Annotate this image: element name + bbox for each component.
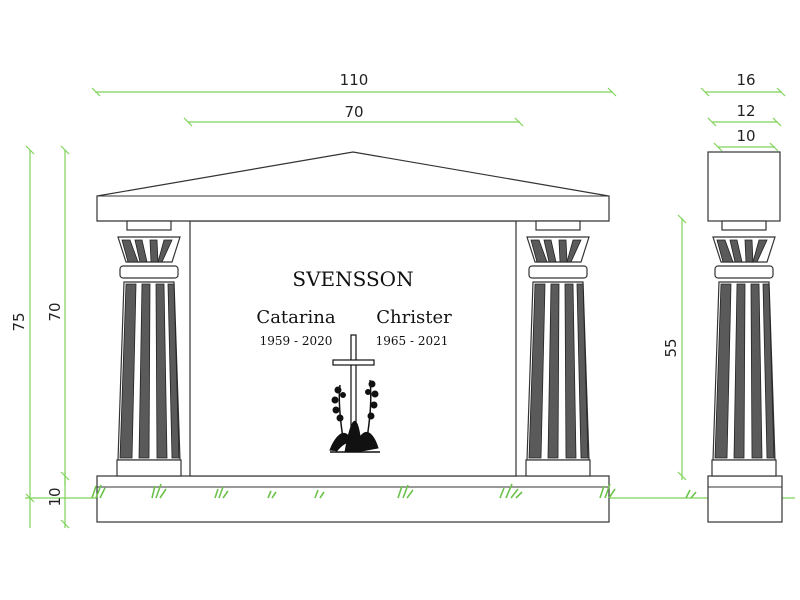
grass-tufts — [91, 483, 783, 499]
grass-tuft-icon — [314, 489, 325, 499]
right-column — [525, 220, 591, 477]
grass-tuft-icon — [599, 483, 616, 499]
pediment-roof — [96, 151, 610, 222]
grass-tuft-icon — [499, 483, 523, 499]
dim-label-side-mid: 12 — [736, 102, 755, 120]
person1-years: 1959 - 2020 — [260, 334, 333, 348]
side-base — [707, 475, 783, 523]
dimension-labels: 110 70 16 12 10 75 70 10 55 — [10, 71, 756, 507]
lily-of-the-valley-icon — [329, 379, 380, 453]
person1-name: Catarina — [256, 307, 335, 328]
side-view — [707, 151, 783, 523]
dim-label-inner-width: 70 — [344, 103, 363, 121]
grass-tuft-icon — [685, 489, 697, 499]
side-column — [711, 220, 777, 477]
dim-label-side-outer: 16 — [736, 71, 755, 89]
front-view: SVENSSON Catarina Christer 1959 - 2020 1… — [91, 151, 783, 523]
family-name: SVENSSON — [292, 267, 413, 291]
person2-name: Christer — [376, 307, 452, 328]
dim-label-base-height: 10 — [46, 487, 64, 506]
grass-tuft-icon — [91, 484, 106, 499]
left-column — [116, 220, 182, 477]
dim-label-side-column-height: 55 — [662, 338, 680, 357]
dim-label-total-width: 110 — [340, 71, 369, 89]
dim-label-total-height: 75 — [10, 312, 28, 331]
grass-tuft-icon — [214, 486, 229, 499]
dim-label-side-inner: 10 — [736, 127, 755, 145]
dim-label-column-height: 70 — [46, 302, 64, 321]
grass-tuft-icon — [267, 490, 277, 499]
base-slab — [96, 475, 610, 523]
side-roof-block — [707, 151, 781, 222]
grass-tuft-icon — [397, 484, 414, 499]
grass-tuft-icon — [151, 483, 167, 499]
person2-years: 1965 - 2021 — [376, 334, 449, 348]
